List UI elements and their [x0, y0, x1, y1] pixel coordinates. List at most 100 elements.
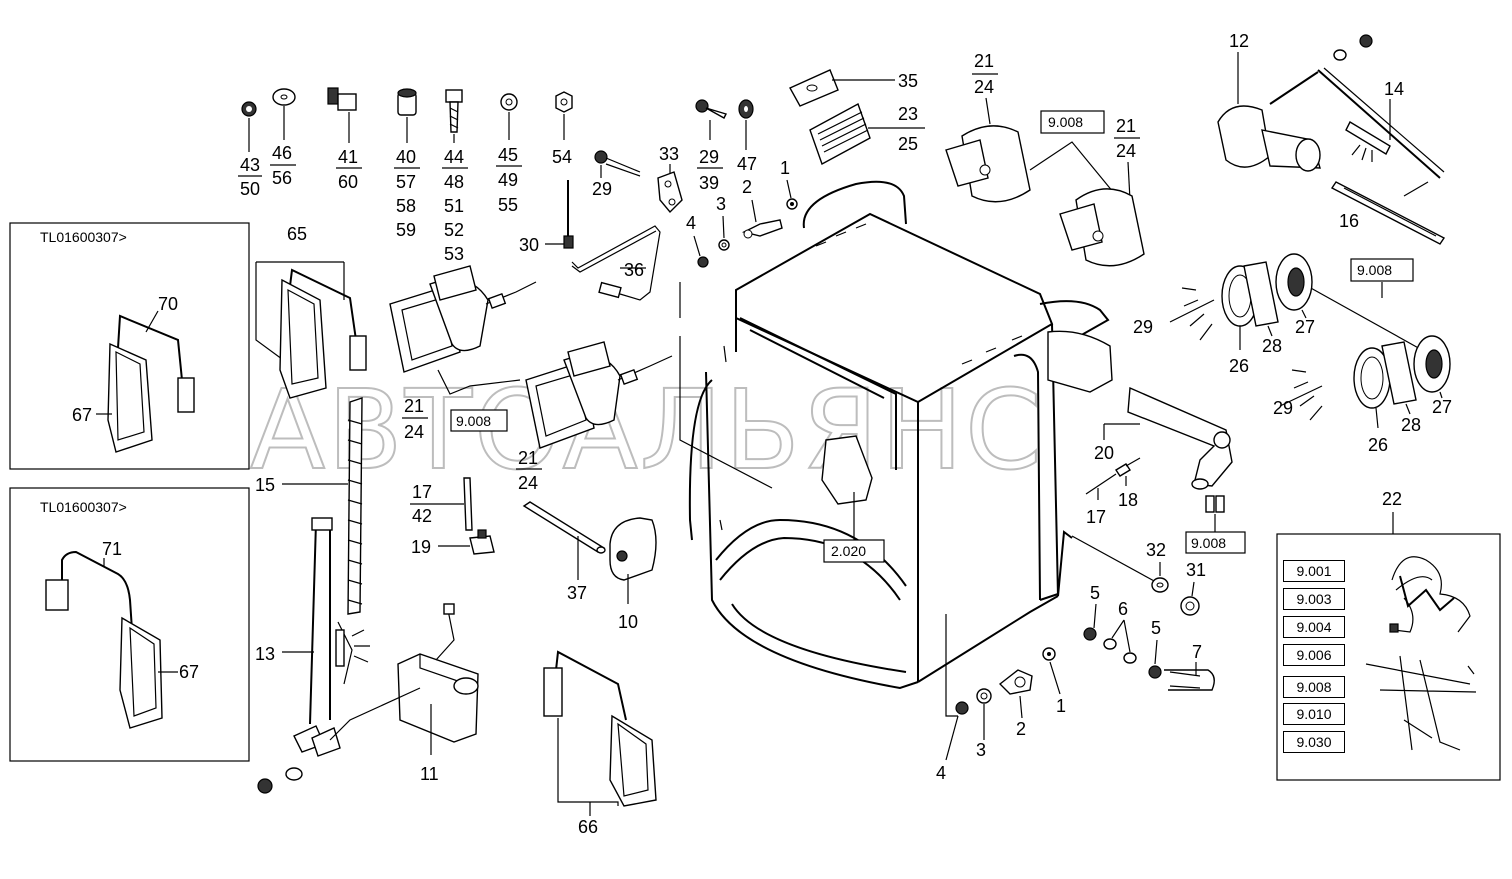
- part-12-wiper-motor[interactable]: [1217, 71, 1321, 172]
- part-31-nut[interactable]: [1180, 596, 1200, 616]
- part-5-nut-right[interactable]: [1148, 665, 1162, 679]
- part-21-work-light-front-lower[interactable]: [525, 341, 673, 449]
- part-27-speaker-upper[interactable]: [1275, 253, 1313, 319]
- callout-24-top-left: 24: [974, 77, 994, 97]
- callout-45: 45: [498, 145, 518, 165]
- part-21-work-light-rear-right[interactable]: [1059, 188, 1145, 267]
- part-45-49-55-washer[interactable]: [500, 93, 518, 140]
- part-3-washer-upper[interactable]: [718, 239, 730, 251]
- part-29-39-screw[interactable]: [695, 99, 727, 140]
- harness-ref-9-030[interactable]: 9.030: [1283, 731, 1345, 753]
- callout-18: 18: [1118, 490, 1138, 510]
- part-5-nut-left[interactable]: [1083, 627, 1097, 641]
- callout-4-upper: 4: [686, 213, 696, 233]
- part-6-washers[interactable]: [1103, 638, 1137, 664]
- part-22-harness-upper[interactable]: [1389, 556, 1471, 633]
- harness-ref-9-006[interactable]: 9.006: [1283, 644, 1345, 666]
- part-29-screws-upper[interactable]: [1169, 287, 1215, 341]
- part-44-bolt[interactable]: [445, 89, 463, 143]
- callout-42: 42: [412, 506, 432, 526]
- part-10-mirror[interactable]: [609, 517, 657, 581]
- part-4-nut-upper[interactable]: [697, 256, 709, 268]
- part-26-speaker-grille-lower[interactable]: [1353, 347, 1391, 429]
- callout-17-left: 17: [412, 482, 432, 502]
- ref-box-9008-rear[interactable]: [1040, 110, 1105, 134]
- callout-35: 35: [898, 71, 918, 91]
- part-2-clamp-upper[interactable]: [741, 219, 783, 239]
- part-47-washer[interactable]: [738, 99, 754, 150]
- part-7-u-bolt[interactable]: [1164, 669, 1215, 691]
- ref-box-2020[interactable]: [823, 539, 885, 563]
- part-41-60-clip[interactable]: [327, 87, 357, 143]
- part-9008-plug[interactable]: [1205, 495, 1225, 532]
- callout-52: 52: [444, 220, 464, 240]
- callout-28-lower: 28: [1401, 415, 1421, 435]
- part-27-speaker-lower[interactable]: [1413, 335, 1451, 399]
- callout-66: 66: [578, 817, 598, 837]
- part-35-plate[interactable]: [789, 69, 839, 107]
- callout-29-mid: 29: [699, 147, 719, 167]
- ref-box-9008-front[interactable]: [450, 409, 508, 432]
- callout-40: 40: [396, 147, 416, 167]
- part-2-clamp-lower[interactable]: [998, 669, 1033, 695]
- callout-26-upper: 26: [1229, 356, 1249, 376]
- part-30-antenna[interactable]: [563, 180, 661, 301]
- callout-6: 6: [1118, 599, 1128, 619]
- watermark-text: АВТОАЛЬЯНС: [250, 366, 1044, 494]
- part-17-42-pin[interactable]: [463, 477, 473, 531]
- harness-ref-9-010[interactable]: 9.010: [1283, 703, 1345, 725]
- callout-41: 41: [338, 147, 358, 167]
- part-1-bolt-upper[interactable]: [786, 198, 798, 210]
- part-54-nut[interactable]: [555, 91, 573, 140]
- callout-56: 56: [272, 168, 292, 188]
- callout-29-speaker-lower: 29: [1273, 398, 1293, 418]
- part-40-57-58-59-cap-nut[interactable]: [397, 88, 417, 143]
- part-18-connector[interactable]: [1085, 457, 1141, 495]
- callout-20: 20: [1094, 443, 1114, 463]
- part-66-mirror[interactable]: [543, 650, 657, 807]
- part-4-nut-lower[interactable]: [955, 701, 969, 715]
- part-43-50-nut[interactable]: [241, 101, 257, 152]
- part-71-mirror[interactable]: [45, 550, 163, 729]
- callout-53: 53: [444, 244, 464, 264]
- harness-ref-9-008[interactable]: 9.008: [1283, 676, 1345, 698]
- callout-31: 31: [1186, 560, 1206, 580]
- ref-box-9008-plug[interactable]: [1185, 531, 1246, 554]
- part-19-fitting[interactable]: [469, 529, 495, 555]
- callout-71: 71: [102, 539, 122, 559]
- part-70-mirror[interactable]: [107, 314, 195, 453]
- cab-frame[interactable]: [688, 180, 1113, 690]
- part-21-work-light-front-upper[interactable]: [389, 265, 537, 373]
- part-14-wiper-arm[interactable]: [1317, 34, 1445, 179]
- part-28-speaker-gasket-lower[interactable]: [1381, 341, 1417, 415]
- callout-21-front-left: 21: [404, 396, 424, 416]
- harness-ref-9-003[interactable]: 9.003: [1283, 588, 1345, 610]
- part-20-lamp-arm[interactable]: [1127, 386, 1233, 490]
- part-21-work-light-rear-left[interactable]: [945, 125, 1031, 203]
- part-13-wiper-arm[interactable]: [293, 517, 370, 757]
- part-65-mirror[interactable]: [279, 268, 367, 399]
- callout-7: 7: [1192, 642, 1202, 662]
- callout-19: 19: [411, 537, 431, 557]
- part-29-screws-lower[interactable]: [1279, 369, 1323, 421]
- part-22-harness-lower[interactable]: [1365, 655, 1477, 751]
- callout-13: 13: [255, 644, 275, 664]
- part-3-washer-lower[interactable]: [976, 688, 992, 704]
- callout-1-lower: 1: [1056, 696, 1066, 716]
- part-15-wiper-blade[interactable]: [347, 397, 363, 615]
- part-29-screw[interactable]: [594, 150, 641, 178]
- harness-ref-9-001[interactable]: 9.001: [1283, 560, 1345, 582]
- part-32-washer[interactable]: [1151, 577, 1169, 593]
- harness-ref-9-004[interactable]: 9.004: [1283, 616, 1345, 638]
- callout-25: 25: [898, 134, 918, 154]
- part-11-nut-washer[interactable]: [257, 767, 303, 794]
- part-28-speaker-gasket-upper[interactable]: [1243, 261, 1279, 337]
- part-16-wiper-blade[interactable]: [1330, 181, 1446, 245]
- ref-box-9008-speaker[interactable]: [1350, 258, 1414, 282]
- part-46-56-washer[interactable]: [272, 88, 296, 140]
- part-33-bracket[interactable]: [657, 164, 683, 214]
- part-1-bolt-lower[interactable]: [1042, 647, 1056, 661]
- part-37-rod[interactable]: [522, 501, 606, 554]
- part-11-wiper-motor[interactable]: [329, 603, 479, 743]
- part-23-25-filter[interactable]: [809, 102, 871, 166]
